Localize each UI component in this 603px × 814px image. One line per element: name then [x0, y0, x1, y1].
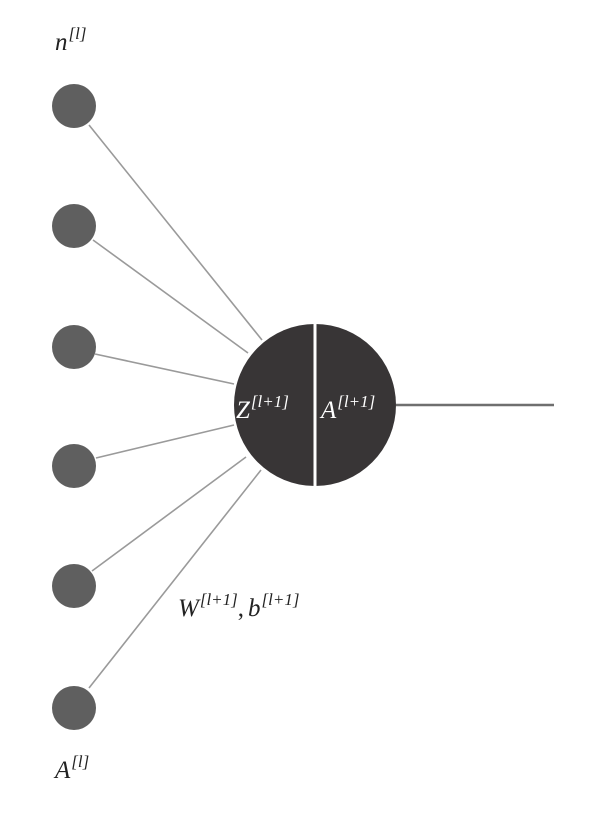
input-layer — [52, 84, 96, 730]
connection-4 — [95, 424, 235, 459]
a-next-label-base: A — [319, 397, 337, 424]
connection-2 — [92, 239, 249, 354]
connection-3 — [94, 353, 235, 385]
z-label-base: Z — [236, 397, 251, 424]
z-label: Z[l+1] — [236, 392, 289, 424]
connection-6 — [88, 469, 262, 689]
activation-label: A[l] — [53, 752, 89, 784]
params-label: W[l+1],b[l+1] — [178, 590, 299, 622]
z-label-sup: [l+1] — [251, 392, 289, 411]
a-next-label: A[l+1] — [319, 392, 375, 424]
activation-sup: [l] — [71, 752, 89, 771]
input-node-1 — [52, 84, 96, 128]
connections — [88, 124, 263, 689]
bias-sup: [l+1] — [262, 590, 300, 609]
weights-base: W — [178, 595, 201, 622]
weights-sup: [l+1] — [200, 590, 238, 609]
bias-base: b — [248, 595, 261, 622]
params-separator: , — [238, 595, 244, 622]
connection-5 — [91, 456, 247, 572]
input-node-4 — [52, 444, 96, 488]
layer-size-label: n[l] — [55, 24, 86, 56]
input-node-6 — [52, 686, 96, 730]
input-node-2 — [52, 204, 96, 248]
neuron: Z[l+1] A[l+1] — [234, 324, 396, 486]
connection-1 — [88, 124, 263, 341]
a-next-label-sup: [l+1] — [337, 392, 375, 411]
input-node-3 — [52, 325, 96, 369]
layer-size-sup: [l] — [69, 24, 87, 43]
activation-base: A — [53, 757, 71, 784]
input-node-5 — [52, 564, 96, 608]
layer-size-base: n — [55, 29, 68, 56]
